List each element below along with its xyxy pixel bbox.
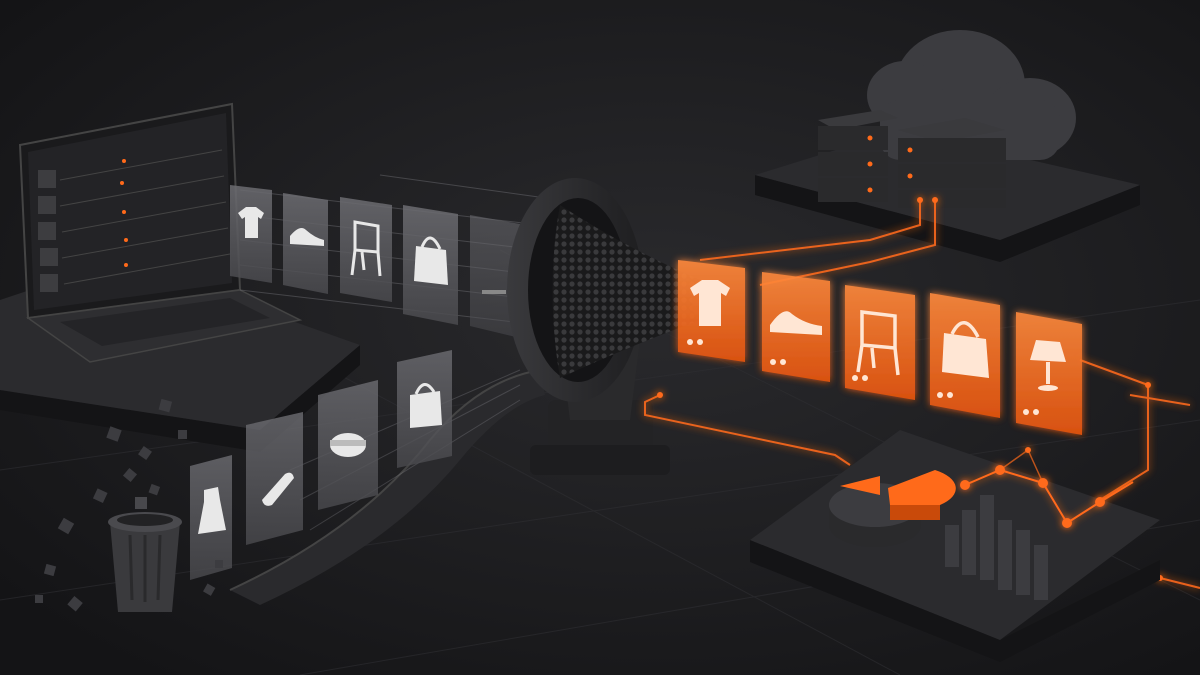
raw-card bbox=[470, 215, 520, 338]
discard-area bbox=[35, 398, 223, 612]
filtered-card bbox=[930, 293, 1000, 418]
server-rack-left bbox=[818, 110, 898, 202]
cylinder-icon bbox=[262, 472, 294, 506]
trash-can-icon bbox=[108, 497, 182, 612]
scattered-cubes bbox=[35, 398, 223, 612]
rejected-card bbox=[190, 455, 232, 580]
sneaker-icon bbox=[770, 311, 822, 335]
filtered-cards bbox=[678, 260, 1082, 435]
chair-icon bbox=[856, 310, 900, 376]
server-rack-right bbox=[898, 118, 1006, 208]
filter-funnel bbox=[507, 178, 708, 475]
handbag-icon bbox=[410, 383, 442, 428]
analytics-platform-side bbox=[750, 540, 1160, 662]
lamp-icon bbox=[1030, 340, 1066, 391]
raw-card bbox=[403, 205, 458, 325]
raw-card bbox=[340, 197, 392, 302]
rejected-card bbox=[318, 380, 378, 510]
raw-cards bbox=[230, 185, 520, 338]
laptop-source bbox=[0, 102, 360, 452]
handbag-icon bbox=[414, 236, 448, 285]
orange-data-links bbox=[644, 200, 1200, 589]
pot-icon bbox=[330, 433, 366, 457]
pie-chart-3d bbox=[829, 470, 956, 547]
tshirt-icon bbox=[238, 207, 264, 238]
laptop-icon bbox=[18, 102, 303, 363]
funnel-mesh-cone bbox=[552, 205, 700, 378]
blank-card-icon bbox=[482, 290, 506, 294]
cloud-server-icon bbox=[818, 30, 1076, 208]
rejected-cards bbox=[190, 350, 452, 580]
filtered-card bbox=[845, 285, 915, 400]
handbag-icon bbox=[942, 321, 989, 378]
sneaker-icon bbox=[290, 228, 324, 246]
rejected-card bbox=[246, 412, 303, 545]
filtered-card bbox=[762, 272, 830, 382]
rejected-card bbox=[397, 350, 452, 468]
pie-and-bar-chart-icon bbox=[829, 447, 1134, 600]
cloud-storage bbox=[755, 30, 1140, 262]
trend-line bbox=[960, 447, 1134, 528]
tshirt-icon bbox=[690, 280, 730, 326]
raw-card bbox=[230, 185, 272, 283]
analytics-dashboard bbox=[750, 430, 1160, 662]
chair-icon bbox=[350, 220, 382, 277]
dress-icon bbox=[198, 487, 226, 534]
filtered-card bbox=[678, 260, 745, 362]
bar-chart-3d bbox=[945, 495, 1048, 600]
cloud-platform-side bbox=[755, 175, 1140, 262]
filtered-card bbox=[1016, 312, 1082, 435]
raw-card bbox=[283, 193, 328, 294]
